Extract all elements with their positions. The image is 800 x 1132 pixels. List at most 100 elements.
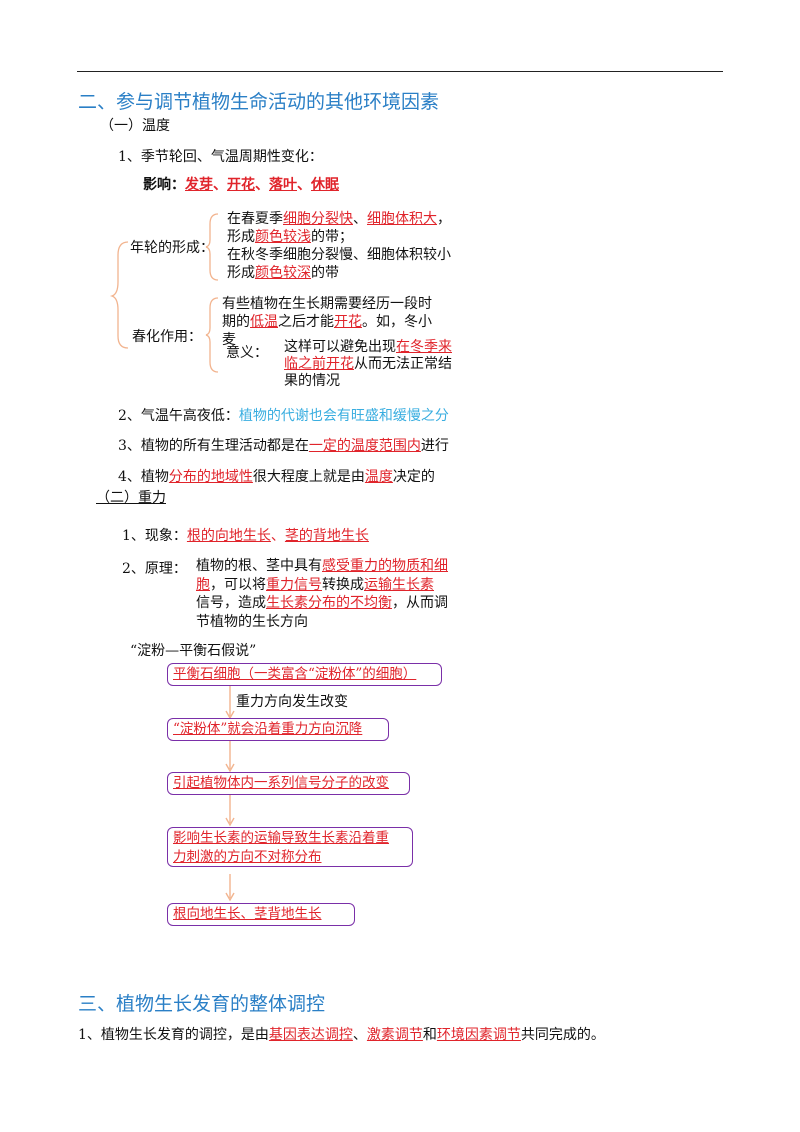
temp-point-2-note: 植物的代谢也会有旺盛和缓慢之分: [238, 408, 449, 424]
ring-text-part: 的带: [311, 265, 339, 281]
flow-box-auxin: 影响生长素的运输导致生长素沿着重 力刺激的方向不对称分布: [167, 827, 413, 867]
flow-box-auxin-line: 影响生长素的运输导致生长素沿着重: [173, 830, 389, 846]
season-paragraph: 1、季节轮回、气温周期性变化：: [118, 149, 323, 165]
vern-text-part: 。如，冬小: [362, 314, 432, 330]
principle-label: 2、原理：: [122, 561, 187, 577]
regulation-part: 环境因素调节: [436, 1027, 521, 1043]
flow-arrow: [225, 874, 235, 902]
flow-box-statolith: 平衡石细胞（一类富含“淀粉体”的细胞）: [167, 663, 442, 686]
ring-text-part: 在春夏季: [227, 211, 283, 227]
vern-text-part: 之后才能: [278, 314, 334, 330]
principle-part: 运输生长素: [364, 576, 434, 593]
temp-point-3-part: 3、植物的所有生理活动都是在: [118, 438, 309, 454]
ring-text-part: 颜色较浅: [255, 229, 311, 245]
gravity-heading: （二）重力: [96, 490, 166, 506]
temp-point-4-part: 决定的: [392, 469, 435, 485]
temp-point-2: 2、气温午高夜低：植物的代谢也会有旺盛和缓慢之分: [118, 405, 449, 425]
impact-sep: 、: [213, 177, 227, 193]
vern-text-part: 开花: [334, 314, 362, 330]
meaning-part: 这样可以避免出现: [284, 339, 396, 355]
regulation-paragraph: 1、植物生长发育的调控，是由基因表达调控、激素调节和环境因素调节共同完成的。: [78, 1024, 605, 1044]
ring-brace: [205, 213, 219, 281]
ring-text-part: 形成: [227, 265, 255, 281]
vern-text-line: 有些植物在生长期需要经历一段时: [222, 296, 432, 312]
ring-text-part: 颜色较深: [255, 265, 311, 281]
principle-part: ，从而调: [392, 595, 448, 611]
ring-text-part: 、: [353, 211, 367, 227]
principle-part: 胞: [196, 576, 210, 593]
ring-text-part: ，: [437, 211, 451, 227]
ring-text: 在春夏季细胞分裂快、细胞体积大， 形成颜色较浅的带； 在秋冬季细胞分裂慢、细胞体…: [227, 210, 451, 282]
phenomenon-label: 1、现象：: [122, 528, 187, 544]
temp-point-4-part: 分布的地域性: [168, 469, 253, 485]
principle-part: 感受重力的物质和细: [322, 558, 448, 574]
temp-point-4-part: 4、植物: [118, 469, 169, 485]
ring-text-part: 的带；: [311, 229, 353, 245]
meaning-part: 临之前开花: [284, 356, 354, 372]
temp-point-4-part: 很大程度上就是由: [252, 469, 365, 485]
flow-arrow: [225, 795, 235, 827]
temp-point-4: 4、植物分布的地域性很大程度上就是由温度决定的: [118, 466, 435, 486]
impact-sep: 、: [255, 177, 269, 193]
meaning-text: 这样可以避免出现在冬季来 临之前开花从而无法正常结 果的情况: [284, 339, 452, 390]
principle-part: 植物的根、茎中具有: [196, 558, 322, 574]
outer-brace: [109, 241, 129, 349]
impact-label: 影响：: [143, 177, 185, 193]
ring-text-part: 细胞分裂快: [283, 211, 353, 227]
principle-part: ，可以将: [210, 576, 266, 593]
hypothesis-title: “淀粉—平衡石假说”: [130, 643, 257, 659]
vern-brace: [205, 297, 219, 373]
impact-item: 发芽: [185, 177, 213, 193]
flow-note: 重力方向发生改变: [236, 694, 348, 710]
flow-box-result: 根向地生长、茎背地生长: [167, 903, 355, 926]
meaning-part: 从而无法正常结: [354, 356, 452, 372]
regulation-part: 基因表达调控: [268, 1027, 353, 1043]
regulation-part: 共同完成的。: [520, 1027, 605, 1043]
temperature-heading: （一）温度: [100, 118, 170, 134]
ring-text-line: 在秋冬季细胞分裂慢、细胞体积较小: [227, 247, 451, 263]
flow-arrow: [225, 686, 235, 720]
regulation-part: 激素调节: [366, 1027, 423, 1043]
flow-box-signal: 引起植物体内一系列信号分子的改变: [167, 772, 410, 795]
section-2-title: 二、参与调节植物生命活动的其他环境因素: [78, 91, 440, 113]
top-rule: [77, 71, 723, 72]
vern-text-part: 低温: [250, 314, 278, 330]
temp-point-4-part: 温度: [364, 469, 393, 485]
vern-text-part: 期的: [222, 314, 250, 330]
impact-item: 落叶: [269, 177, 297, 193]
impact-sep: 、: [297, 177, 311, 193]
phenomenon-part: 根的向地生长: [186, 528, 271, 544]
temp-point-2-label: 2、气温午高夜低：: [118, 408, 239, 424]
ring-label: 年轮的形成：: [130, 240, 214, 256]
principle-part: 生长素分布的不均衡: [266, 595, 392, 611]
ring-text-part: 细胞体积大: [367, 211, 437, 227]
meaning-label: 意义：: [226, 345, 268, 361]
principle-line: 节植物的生长方向: [196, 613, 308, 630]
meaning-line: 果的情况: [284, 373, 340, 389]
regulation-part: 1、植物生长发育的调控，是由: [78, 1027, 269, 1043]
meaning-part: 在冬季来: [396, 339, 452, 355]
vern-text-line: 麦: [222, 332, 236, 348]
flow-arrow: [225, 741, 235, 773]
ring-text-part: 形成: [227, 229, 255, 245]
principle-part: 重力信号: [266, 576, 322, 593]
principle-part: 信号，造成: [196, 595, 266, 611]
vern-text: 有些植物在生长期需要经历一段时 期的低温之后才能开花。如，冬小 麦: [222, 295, 432, 349]
temp-point-3-part: 一定的温度范围内: [308, 438, 421, 454]
principle-part: 转换成: [322, 576, 364, 593]
temp-point-3-part: 进行: [420, 438, 449, 454]
phenomenon-sep: 、: [270, 528, 285, 544]
impact-line: 影响：发芽、开花、落叶、休眠: [143, 174, 339, 194]
flow-box-sedimentation: “淀粉体”就会沿着重力方向沉降: [167, 718, 389, 741]
phenomenon-part: 茎的背地生长: [284, 528, 369, 544]
section-3-title: 三、植物生长发育的整体调控: [78, 993, 326, 1015]
vern-label: 春化作用：: [132, 329, 202, 345]
impact-item: 开花: [227, 177, 255, 193]
regulation-part: 、: [352, 1027, 367, 1043]
gravity-phenomenon: 1、现象：根的向地生长、茎的背地生长: [122, 525, 369, 545]
flow-box-auxin-line: 力刺激的方向不对称分布: [173, 849, 322, 865]
regulation-part: 和: [422, 1027, 437, 1043]
temp-point-3: 3、植物的所有生理活动都是在一定的温度范围内进行: [118, 435, 449, 455]
principle-text: 植物的根、茎中具有感受重力的物质和细 胞，可以将重力信号转换成运输生长素 信号，…: [196, 557, 448, 631]
impact-item: 休眠: [311, 177, 339, 193]
